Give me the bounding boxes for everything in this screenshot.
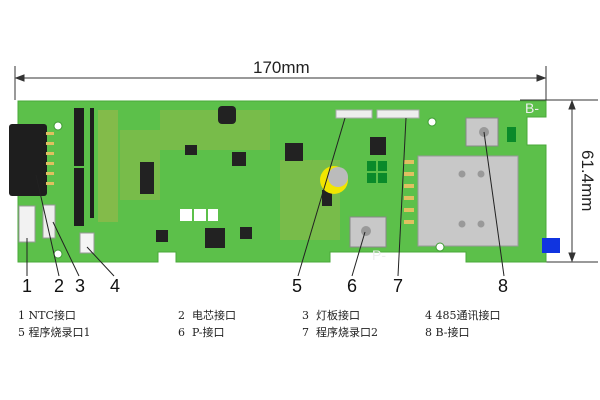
programming-port-2	[376, 109, 420, 119]
legend-label: 程序烧录口2	[316, 326, 378, 339]
width-dimension-line	[14, 66, 547, 108]
height-dimension-line	[520, 99, 598, 263]
callout-1: 1	[22, 276, 33, 296]
rs485-connector	[79, 232, 95, 254]
legend-item: 3 灯板接口	[302, 307, 360, 323]
width-label: 170mm	[253, 58, 310, 77]
callout-6: 6	[347, 276, 358, 296]
legend-num: 2	[178, 309, 185, 322]
callout-leaders	[26, 117, 505, 277]
legend-item: 5 程序烧录口1	[18, 324, 91, 340]
legend-num: 4	[425, 309, 432, 322]
p-minus-silk: P-	[372, 247, 386, 263]
programming-port-1	[335, 109, 373, 119]
legend-label: 电芯接口	[192, 309, 236, 322]
legend-label: B-接口	[435, 326, 470, 339]
light-board-connector	[42, 204, 56, 239]
legend-num: 5	[18, 326, 25, 339]
legend-item: 8 B-接口	[425, 324, 470, 340]
callout-3: 3	[75, 276, 86, 296]
legend-label: 485通讯接口	[435, 309, 501, 322]
callout-4: 4	[110, 276, 121, 296]
legend-label: P-接口	[192, 326, 225, 339]
callout-8: 8	[498, 276, 509, 296]
shield-plate	[417, 155, 519, 247]
legend-label: NTC接口	[28, 309, 76, 322]
legend-label: 灯板接口	[316, 309, 360, 322]
legend-item: 2 电芯接口	[178, 307, 236, 323]
legend-num: 8	[425, 326, 432, 339]
legend-num: 6	[178, 326, 185, 339]
legend-num: 1	[18, 309, 25, 322]
ntc-connector	[18, 205, 36, 243]
blue-component	[542, 238, 560, 253]
height-label: 61.4mm	[578, 150, 597, 212]
legend-item: 6 P-接口	[178, 324, 225, 340]
legend-item: 7 程序烧录口2	[302, 324, 378, 340]
callout-7: 7	[393, 276, 404, 296]
legend-num: 7	[302, 326, 309, 339]
ntc-battery-connector	[9, 124, 47, 196]
pcb-diagram: B- P-	[9, 66, 598, 277]
callout-5: 5	[292, 276, 303, 296]
b-minus-silk: B-	[525, 100, 539, 116]
callout-2: 2	[54, 276, 65, 296]
legend-item: 1 NTC接口	[18, 307, 76, 323]
legend-label: 程序烧录口1	[28, 326, 91, 339]
legend-item: 4 485通讯接口	[425, 307, 501, 323]
mosfet-column	[74, 108, 94, 226]
legend-num: 3	[302, 309, 309, 322]
